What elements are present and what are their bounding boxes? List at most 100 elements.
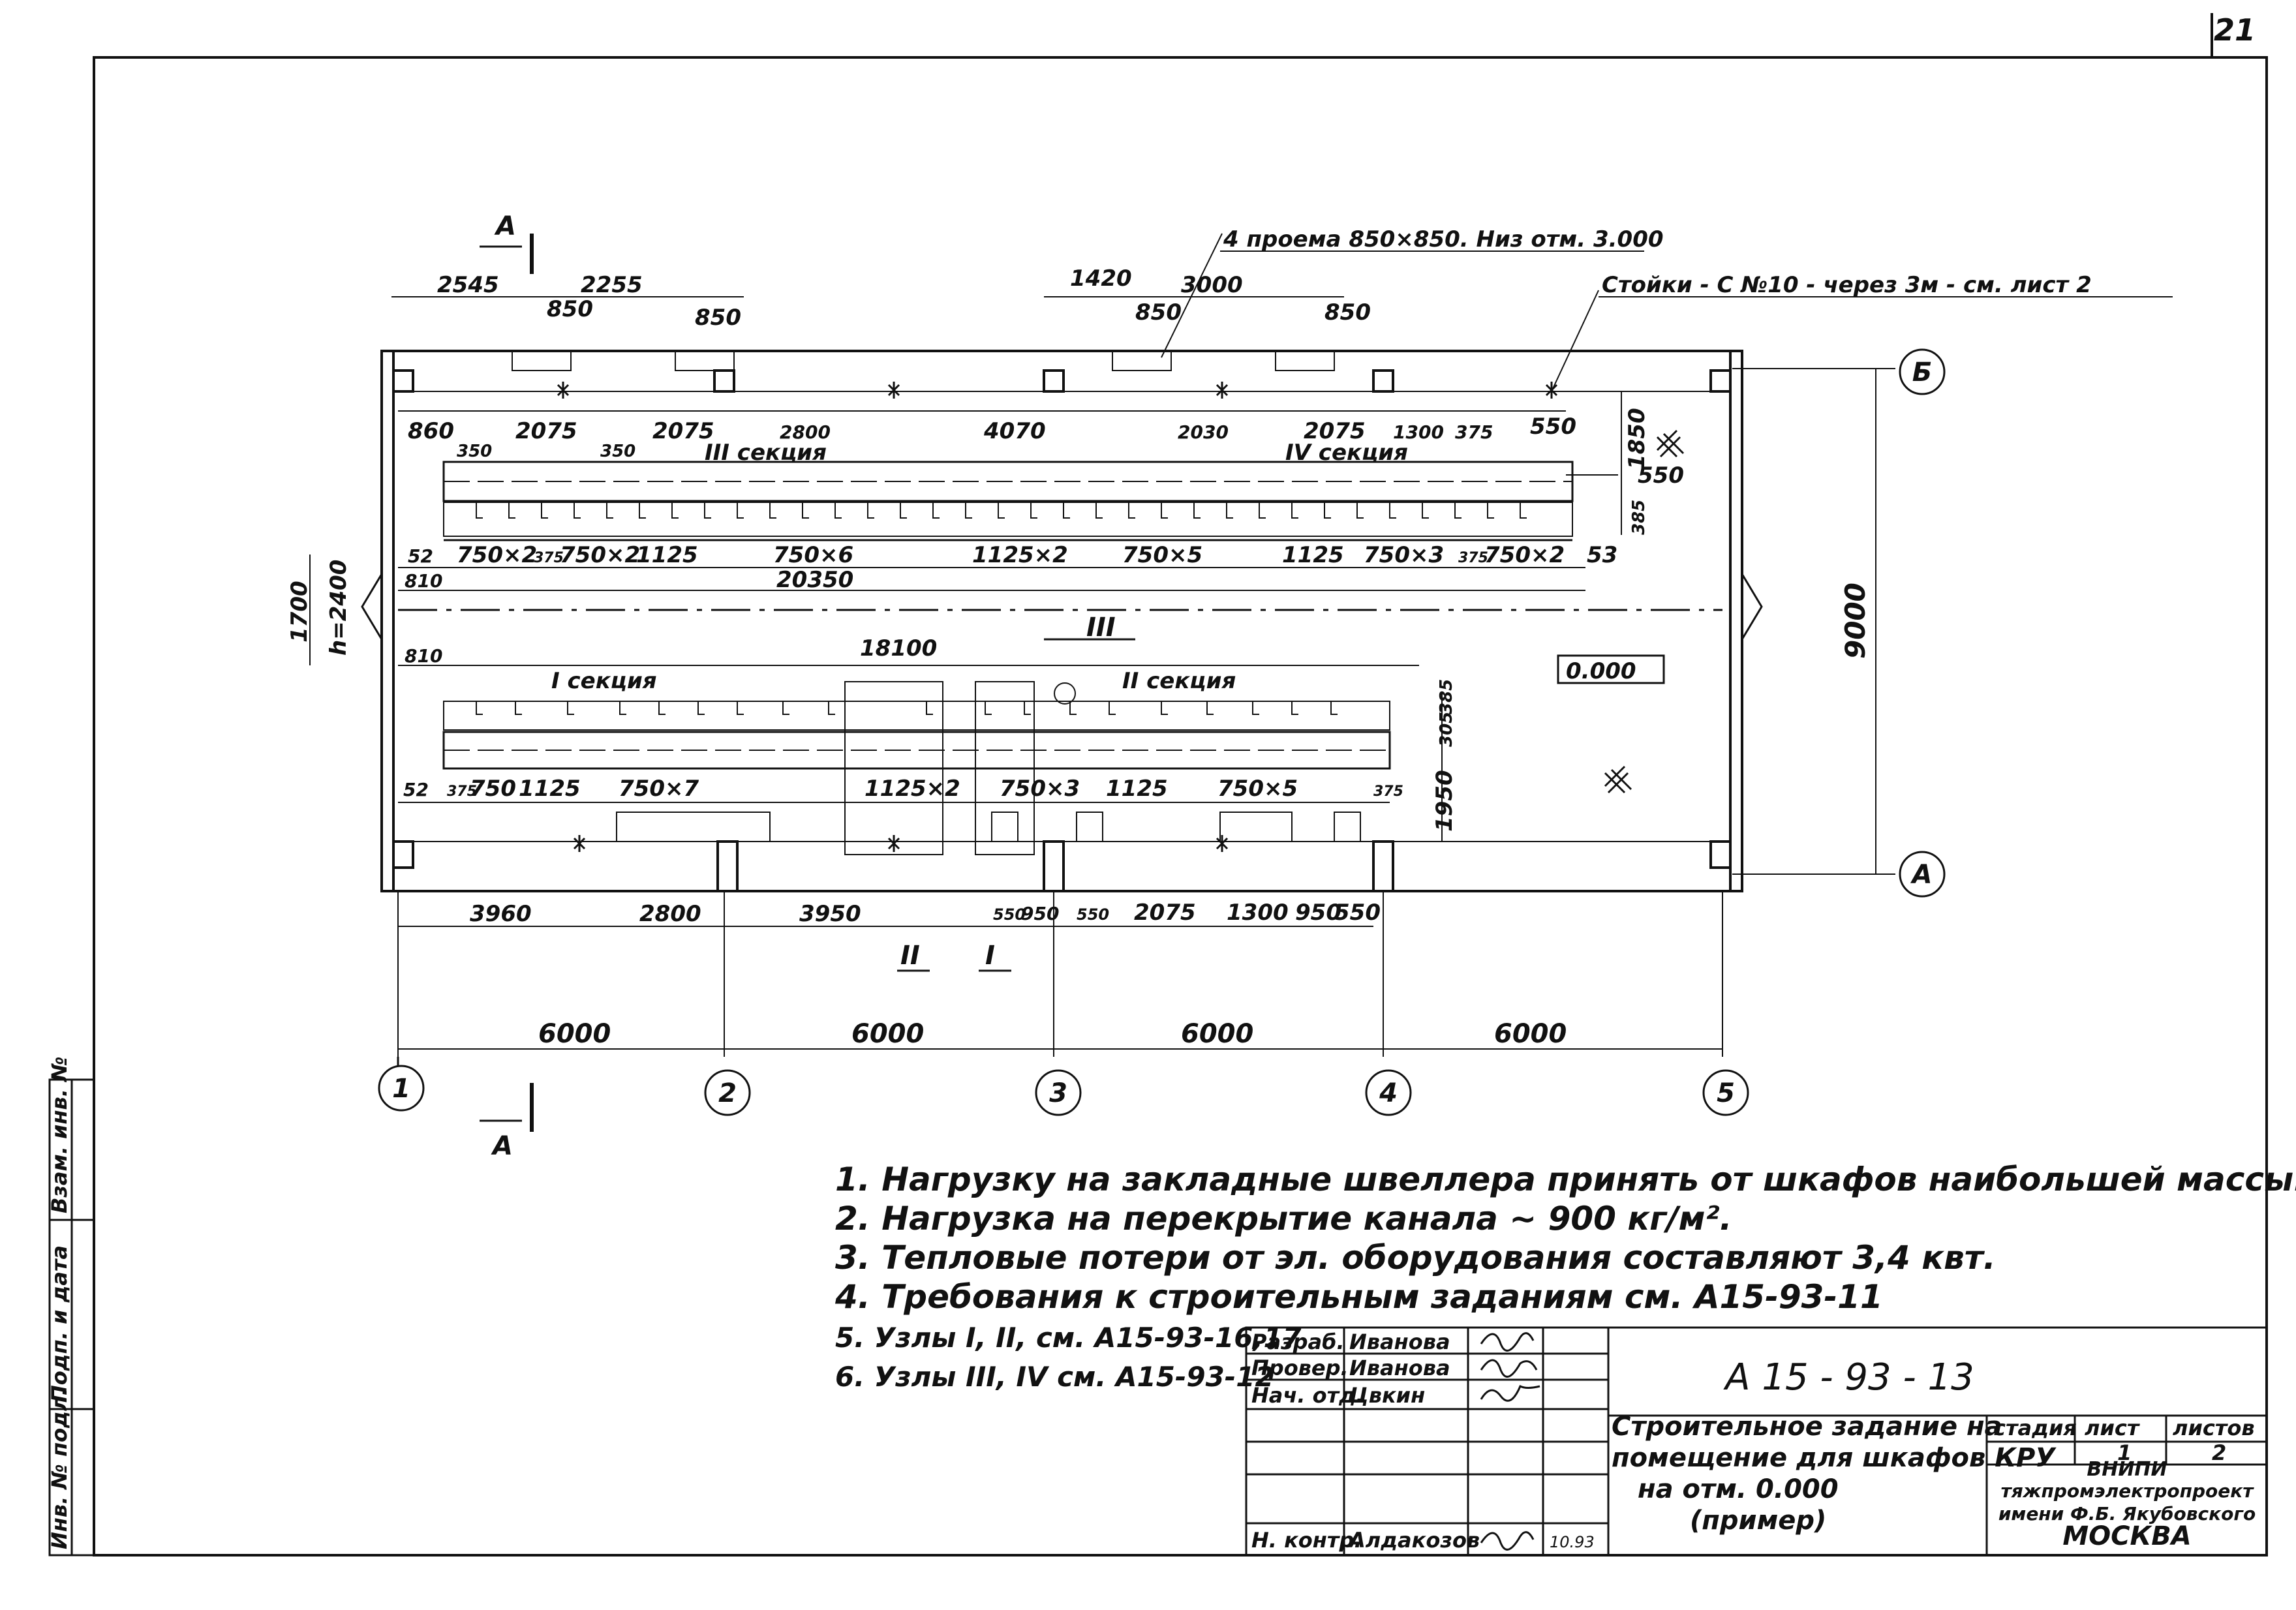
axis-spacing-1: 6000 (538, 1019, 611, 1049)
drawing-title-1: Строительное задание на (1612, 1412, 2002, 1442)
lb-dim-10: 375 (1373, 783, 1403, 800)
lb-dim-4: 1125 (519, 776, 581, 802)
top-dim-5: 1420 (1070, 266, 1132, 292)
axis-spacing-3: 6000 (1181, 1019, 1253, 1049)
node-iii-label: III (1086, 613, 1116, 643)
dimension-lines (309, 233, 2173, 1057)
upper-dim-12: 550 (1530, 414, 1576, 440)
upper-dim-10: 1300 (1393, 421, 1444, 443)
ub-dim-5: 1125 (636, 542, 698, 568)
axis-3-bubble (1035, 1069, 1082, 1116)
cabinet-ticks (476, 502, 1527, 715)
dim-1700: 1700 (286, 581, 313, 643)
axis-2-label: 2 (718, 1078, 737, 1108)
drawing-title-4: (пример) (1690, 1506, 1826, 1536)
right-dim-305: 305 (1437, 712, 1456, 747)
axis-b-label: Б (1912, 357, 1933, 387)
total-height-9000: 9000 (1839, 583, 1871, 659)
dim-550-right: 550 (1638, 463, 1684, 489)
bottom-dim-9: 950 (1295, 900, 1341, 926)
name-checker: Иванова (1349, 1356, 1450, 1380)
axis-1-label: 1 (392, 1074, 410, 1104)
upper-dim-1: 860 (408, 418, 454, 444)
ub-dim-7: 1125×2 (972, 542, 1068, 568)
axis-a-bubble (1899, 851, 1946, 898)
lb-dim-5: 750×7 (619, 776, 699, 802)
top-dim-3: 850 (547, 296, 593, 322)
axis-5-label: 5 (1717, 1078, 1735, 1108)
axis-1-bubble (378, 1065, 425, 1112)
node-i-label: I (985, 941, 995, 971)
name-developer: Иванова (1349, 1329, 1450, 1354)
title-block (1245, 1326, 2268, 1557)
sheet-number: 21 (2214, 12, 2256, 48)
bottom-dim-7: 2075 (1134, 900, 1196, 926)
notes-block: 1. Нагрузку на закладные швеллера принят… (834, 1161, 2296, 1393)
org-1: ВНИПИ (2087, 1458, 2167, 1481)
bottom-dim-1: 3960 (470, 901, 532, 927)
right-dim-385b: 385 (1437, 679, 1456, 714)
bottom-dim-4: 550 (993, 905, 1026, 924)
section-cut-marks (480, 234, 1135, 1132)
ub-dim-3: 375 (534, 550, 564, 566)
axis-markers (378, 348, 1946, 1116)
bottom-dim-5: 950 (1021, 903, 1059, 924)
stamp-podp-data: Подп. и дата (47, 1245, 72, 1403)
top-dim-8: 850 (1324, 299, 1371, 326)
axis-a-label: А (1910, 860, 1933, 890)
role-norm-control: Н. контр. (1251, 1528, 1362, 1553)
upper-dim-11: 375 (1455, 421, 1493, 443)
upper-dim-6: 2800 (780, 421, 831, 443)
bottom-dim-6: 550 (1077, 905, 1109, 924)
lb-dim-7: 750×3 (1000, 776, 1080, 802)
role-head: Нач. отд. (1251, 1383, 1364, 1408)
ub-dim-12: 750×2 (1484, 542, 1565, 568)
ub-dim-8: 750×5 (1122, 542, 1202, 568)
top-dim-1: 2545 (437, 272, 499, 298)
node-ii-label: II (900, 941, 920, 971)
ub-dim-9: 1125 (1282, 542, 1344, 568)
upper-dim-5: 2075 (652, 418, 714, 444)
org-2: тяжпромэлектропроект (2000, 1480, 2254, 1502)
ub-dim-2: 750×2 (457, 542, 537, 568)
axis-3-label: 3 (1049, 1078, 1067, 1108)
side-stamp (48, 1078, 95, 1557)
role-developer: Разраб. (1251, 1329, 1345, 1354)
note-3: 3. Тепловые потери от эл. оборудования с… (835, 1239, 1996, 1277)
bottom-dim-3: 3950 (799, 901, 861, 927)
note-1: 1. Нагрузку на закладные швеллера принят… (835, 1161, 2296, 1198)
posts-callout: Стойки - С №10 - через 3м - см. лист 2 (1602, 272, 2092, 298)
section-i-label: I секция (551, 668, 657, 694)
sheet-label: лист (2085, 1416, 2141, 1440)
overall-810-bottom: 810 (405, 645, 442, 667)
lb-dim-8: 1125 (1106, 776, 1168, 802)
section-ii-label: II секция (1122, 668, 1236, 694)
note-6: 6. Узлы III, IV см. А15-93-12 (835, 1361, 1274, 1393)
ub-dim-13: 53 (1587, 542, 1617, 568)
stage-label: стадия (1993, 1416, 2077, 1440)
ub-dim-11: 375 (1458, 550, 1488, 566)
org-3: имени Ф.Б. Якубовского (1998, 1503, 2256, 1525)
dim-h2400: h=2400 (326, 560, 352, 656)
axis-5-bubble (1702, 1069, 1749, 1116)
upper-dim-2: 2075 (515, 418, 577, 444)
drawing-title-2: помещение для шкафов КРУ (1612, 1443, 2057, 1473)
ub-dim-6: 750×6 (773, 542, 853, 568)
title-date: 10.93 (1550, 1533, 1595, 1551)
bottom-dim-10: 550 (1334, 900, 1381, 926)
section-mark-bottom: А (491, 1131, 513, 1161)
note-5: 5. Узлы I, II, см. А15-93-16,17 (835, 1322, 1302, 1354)
section-iii-label: III секция (705, 440, 827, 466)
sheets-value: 2 (2212, 1440, 2226, 1465)
ub-dim-1: 52 (408, 545, 433, 567)
top-dim-2: 2255 (581, 272, 643, 298)
section-mark-top: А (494, 211, 516, 241)
lb-dim-6: 1125×2 (865, 776, 960, 802)
signatures (1480, 1332, 1540, 1551)
axis-spacing-2: 6000 (851, 1019, 924, 1049)
overall-18100: 18100 (860, 635, 937, 661)
overall-810-top: 810 (405, 570, 442, 592)
axis-4-label: 4 (1379, 1078, 1398, 1108)
bottom-dim-8: 1300 (1227, 900, 1289, 926)
